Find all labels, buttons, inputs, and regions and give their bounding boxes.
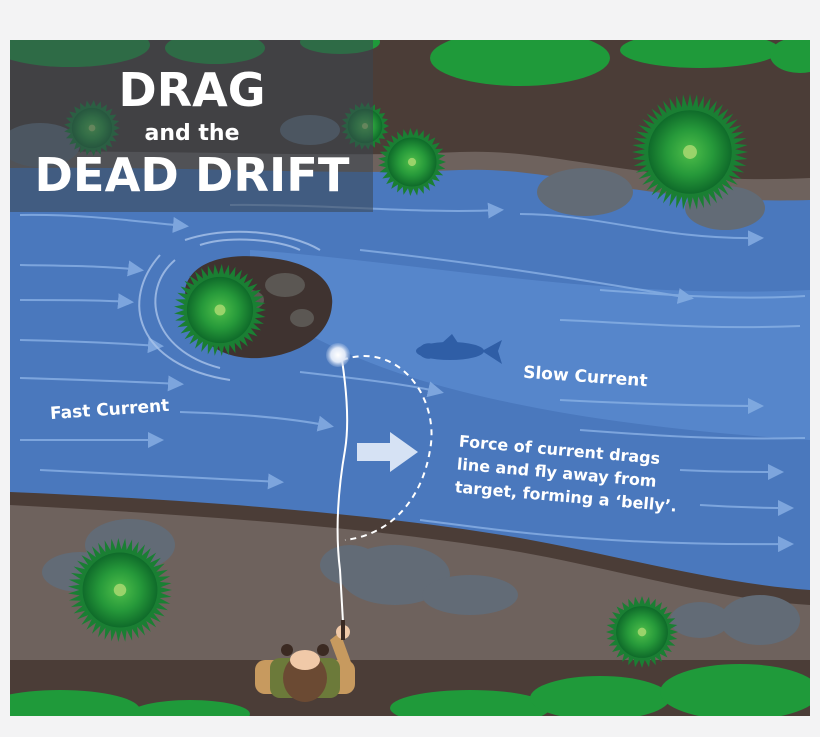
flow-arrow — [299, 371, 444, 398]
fly-icon — [326, 343, 350, 367]
rock-icon — [265, 273, 305, 297]
bottom-foliage — [10, 664, 810, 716]
flow-line — [599, 289, 806, 299]
flow-arrow — [179, 411, 334, 432]
bush-highlight — [637, 627, 647, 637]
arrow-icon — [357, 432, 418, 472]
fish-icon — [416, 334, 502, 364]
rock-icon — [422, 575, 518, 615]
flow-arrow — [19, 375, 184, 392]
flow-arrow — [419, 519, 794, 553]
flow-arrow — [19, 260, 144, 277]
flow-line — [559, 319, 801, 329]
rock-icon — [670, 602, 730, 638]
flow-arrow — [39, 469, 284, 490]
flow-arrow — [19, 213, 189, 233]
bush-highlight — [407, 157, 417, 167]
slow-current-zone — [250, 250, 810, 440]
rock-icon — [537, 168, 633, 216]
bush-highlight — [683, 145, 697, 159]
ripple-line — [184, 230, 321, 251]
bush-highlight — [113, 583, 127, 597]
title-line-1: DRAG — [119, 63, 266, 117]
flow-arrow — [359, 249, 694, 304]
ripple-line — [154, 259, 221, 369]
eddy-ripples — [138, 230, 321, 381]
title-panel — [10, 40, 373, 212]
rock-icon — [720, 595, 800, 645]
rock-icon — [320, 545, 380, 585]
flow-arrow — [679, 463, 784, 480]
title-line-3: DEAD DRIFT — [35, 148, 351, 202]
rock-icon — [290, 309, 314, 327]
flow-line — [579, 429, 806, 440]
dead-drift-path — [341, 355, 433, 541]
angler-icon — [255, 620, 355, 702]
flow-arrow — [559, 397, 764, 414]
ripple-line — [199, 238, 301, 251]
flow-arrow — [699, 499, 794, 516]
flow-arrow — [19, 293, 134, 310]
ripple-line — [138, 254, 231, 381]
flow-arrow — [519, 213, 764, 247]
flow-arrow — [19, 337, 164, 354]
fishing-line — [336, 359, 349, 623]
title-line-2: and the — [144, 121, 239, 146]
bush-highlight — [214, 304, 226, 316]
